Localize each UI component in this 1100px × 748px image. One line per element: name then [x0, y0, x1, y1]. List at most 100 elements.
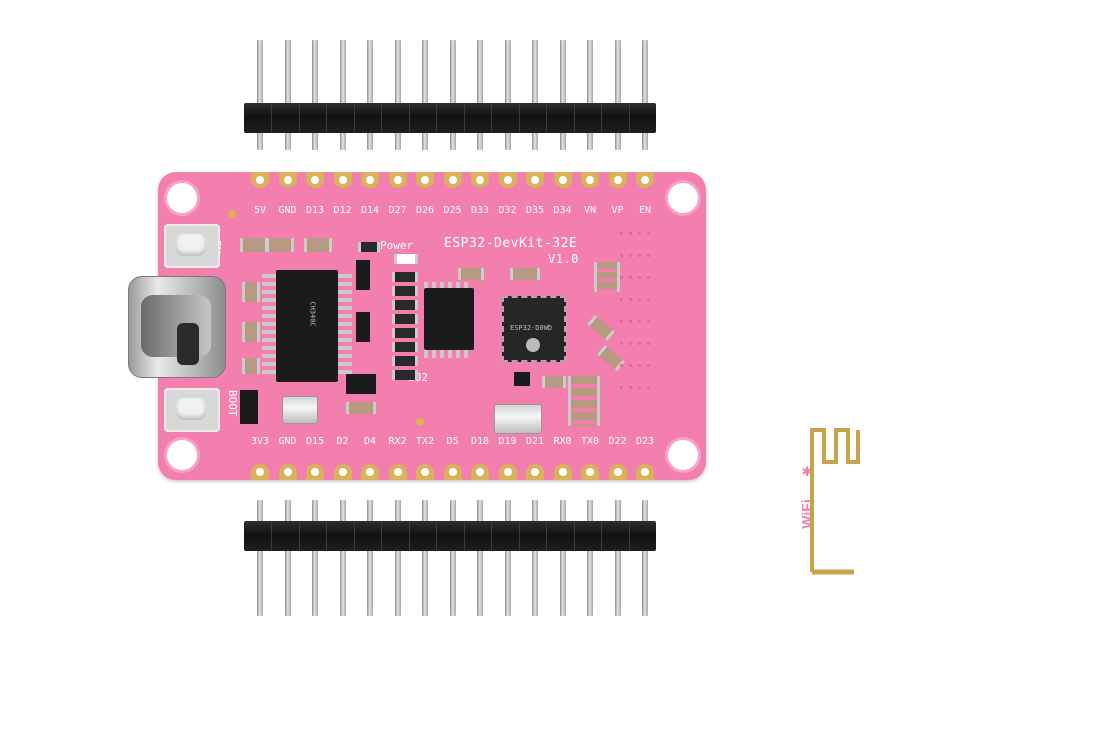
header-pin: [477, 40, 483, 150]
via: [629, 342, 632, 345]
header-pin: [449, 500, 456, 616]
via: [647, 298, 650, 301]
pin-label: D12: [333, 205, 352, 216]
via: [638, 254, 641, 257]
en-button: [164, 224, 220, 268]
fiducial: [416, 418, 424, 426]
resistor: [392, 342, 418, 352]
via: [647, 276, 650, 279]
ic-pins: [338, 274, 352, 378]
header-pin: [339, 40, 346, 150]
header-pin: [422, 500, 428, 616]
pin-label: RX0: [553, 436, 572, 447]
pin-label: EN: [638, 205, 652, 216]
solder-pad: [553, 172, 572, 188]
solder-pad: [333, 464, 352, 480]
via: [629, 386, 632, 389]
header-pin: [339, 500, 346, 616]
via: [620, 232, 623, 235]
solder-pad: [333, 172, 352, 188]
header-pin: [367, 500, 373, 616]
pin-label: D26: [415, 205, 435, 216]
pin-label: RX2: [388, 436, 407, 447]
transistor: [346, 374, 376, 394]
capacitor: [240, 238, 268, 252]
capacitor: [542, 376, 566, 388]
capacitor: [458, 268, 484, 280]
capacitor: [242, 358, 260, 374]
boot-button: [164, 388, 220, 432]
via: [620, 276, 623, 279]
header-pin: [642, 500, 648, 616]
fiducial: [228, 210, 236, 218]
solder-pad: [306, 172, 324, 188]
capacitor: [597, 345, 625, 371]
board-version: V1.0: [548, 252, 579, 266]
solder-pad: [416, 464, 434, 480]
solder-pad: [416, 172, 434, 188]
solder-pad: [498, 464, 517, 480]
diode: [356, 260, 370, 290]
pin-label: D15: [305, 436, 325, 447]
crystal-oscillator: [282, 396, 318, 424]
resistor: [392, 272, 418, 282]
pin-label: D34: [553, 205, 572, 216]
solder-pad: [443, 172, 462, 188]
diode: [240, 390, 258, 424]
mounting-hole: [668, 183, 698, 213]
header-pin: [312, 40, 318, 150]
via: [638, 386, 641, 389]
header-pin: [587, 500, 593, 616]
mounting-hole: [668, 440, 698, 470]
via: [647, 254, 650, 257]
via: [629, 232, 632, 235]
header-pin: [504, 40, 511, 150]
solder-pad: [251, 172, 269, 188]
via: [638, 364, 641, 367]
solder-pad: [361, 464, 379, 480]
usb-bridge-marking: CH340C: [308, 301, 317, 327]
header-pin: [394, 500, 401, 616]
esp32-chip: ESP32-D0WD: [502, 296, 566, 362]
pin-label: GND: [278, 205, 297, 216]
pin-label: D13: [305, 205, 325, 216]
via: [629, 320, 632, 323]
header-pin: [312, 500, 318, 616]
solder-pad: [608, 464, 627, 480]
header-pin: [532, 500, 538, 616]
solder-pad: [388, 464, 407, 480]
pin-label: 5V: [253, 205, 267, 216]
pin-label: VP: [611, 205, 624, 216]
via: [620, 254, 623, 257]
capacitor: [242, 322, 260, 342]
pin-label: D18: [470, 436, 490, 447]
mounting-hole: [167, 183, 197, 213]
usb-bridge-chip: CH340C: [276, 270, 338, 382]
pin-label: D2: [336, 436, 349, 447]
resistor: [392, 314, 418, 324]
capacitor: [266, 238, 294, 252]
resistor: [392, 328, 418, 338]
header-pin: [587, 40, 593, 150]
header-pin: [367, 40, 373, 150]
pin-label: GND: [278, 436, 297, 447]
pin-label: 3V3: [250, 436, 270, 447]
solder-pad: [443, 464, 462, 480]
header-pin: [532, 40, 538, 150]
capacitor-array: [568, 376, 600, 426]
capacitor: [304, 238, 332, 252]
via: [620, 320, 623, 323]
capacitor: [346, 402, 376, 414]
crystal-oscillator: [494, 404, 542, 434]
header-pin: [559, 40, 566, 150]
solder-pad: [471, 172, 489, 188]
header-pin: [642, 40, 648, 150]
header-pin: [477, 500, 483, 616]
pin-label: D21: [525, 436, 545, 447]
solder-pad: [636, 464, 654, 480]
led: [514, 372, 530, 386]
solder-pad: [581, 464, 599, 480]
capacitor: [510, 268, 540, 280]
